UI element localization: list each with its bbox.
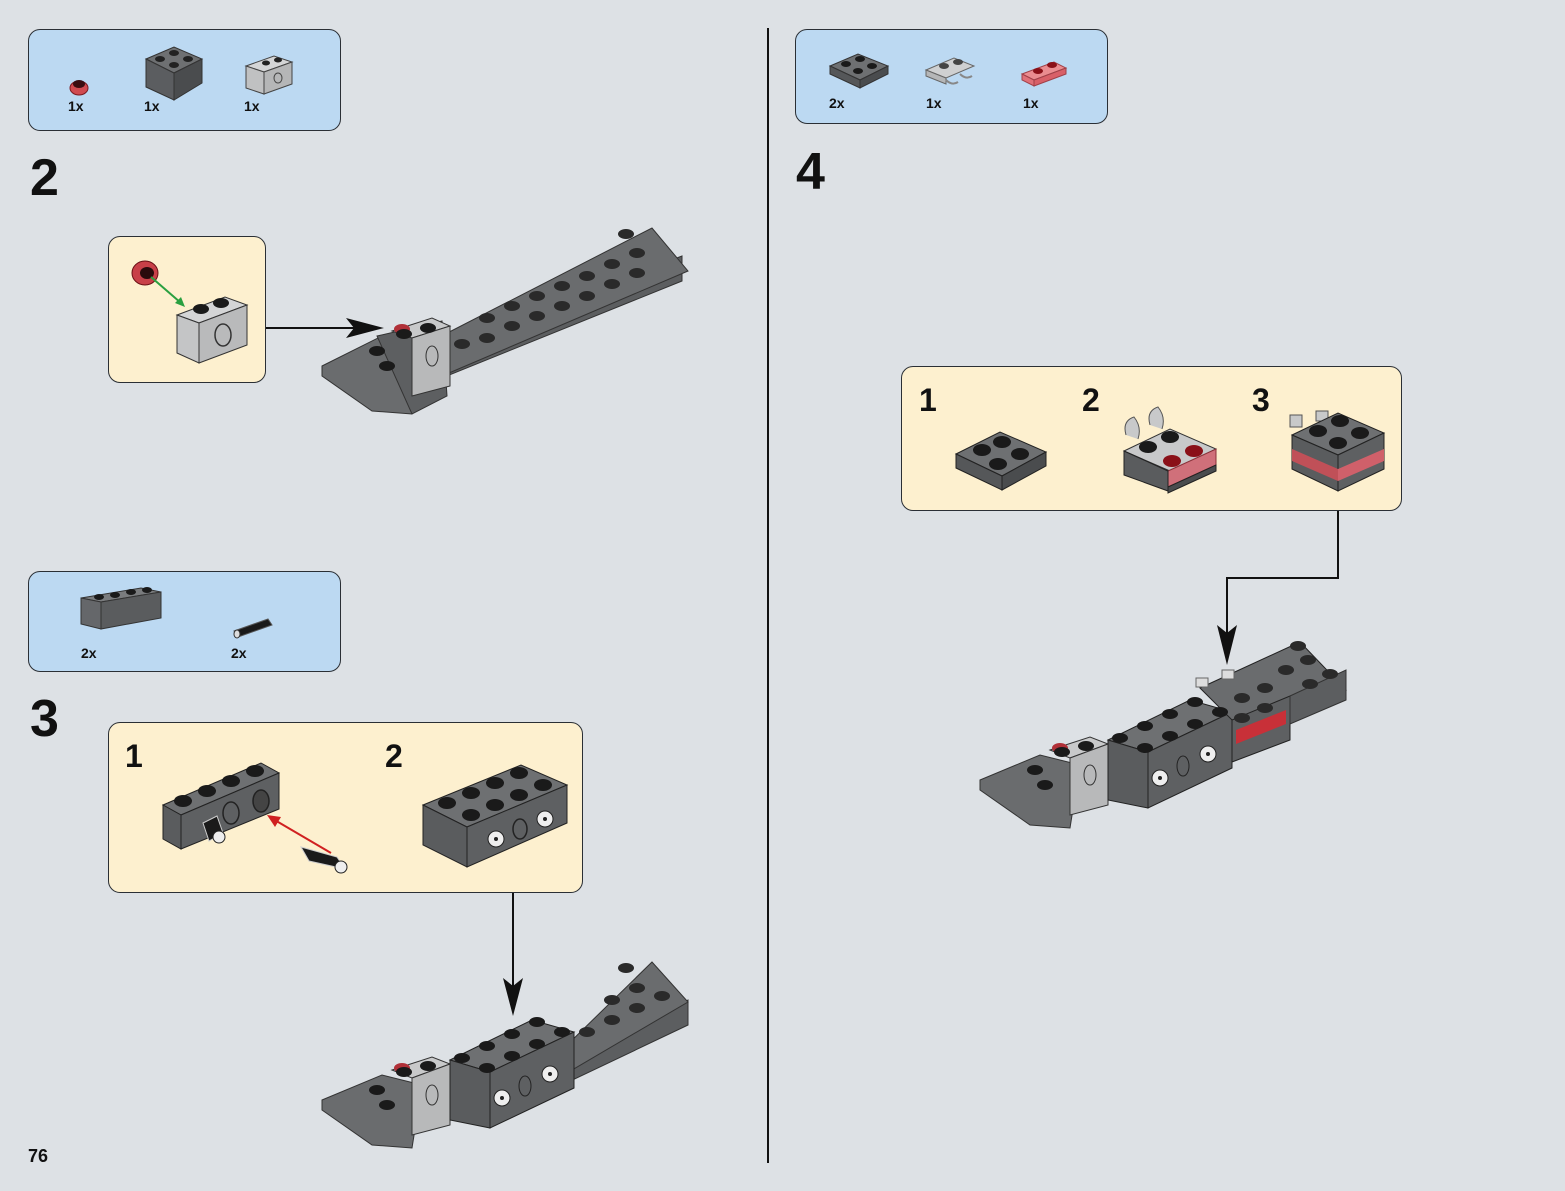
arrow-right-icon <box>346 318 384 338</box>
substep-number: 1 <box>919 382 937 418</box>
technic-pin-black-icon <box>233 618 273 639</box>
technic-brick-light-gray-icon <box>244 55 294 95</box>
arrow-down-icon <box>503 978 523 1016</box>
plate-2x2-dark-gray-icon <box>954 431 1048 491</box>
callout-arrow-line <box>266 327 356 329</box>
part-qty: 1x <box>1023 95 1039 111</box>
arrow-down-icon <box>1217 625 1237 665</box>
plate-1x2-trans-red-icon <box>1020 61 1068 87</box>
part-qty: 1x <box>68 98 84 114</box>
parts-list-step-4: 2x 1x 1x <box>795 29 1108 124</box>
subassembly-callout-step-2 <box>108 236 266 383</box>
part-qty: 2x <box>231 645 247 661</box>
round-plate-trans-red-icon <box>131 260 159 286</box>
technic-brick-1x4-dark-gray-icon <box>80 587 162 630</box>
model-assembly-step-2 <box>321 227 689 415</box>
green-arrow-icon <box>150 276 185 307</box>
technic-brick-light-gray-icon <box>175 296 249 364</box>
parts-list-step-3: 2x 2x <box>28 571 341 672</box>
subassembly-callout-step-4: 1 2 3 <box>901 366 1402 511</box>
plate-clip-light-gray-icon <box>924 57 976 85</box>
parts-list-step-2: 1x 1x 1x <box>28 29 341 131</box>
round-plate-trans-red-icon <box>69 80 89 96</box>
subassembly-callout-step-3: 1 2 <box>108 722 583 893</box>
part-qty: 1x <box>144 98 160 114</box>
step-number: 3 <box>30 690 59 748</box>
plate-clip-red-stack-icon <box>1122 406 1218 494</box>
page-divider <box>767 28 769 1163</box>
substep-number: 1 <box>125 738 143 774</box>
part-qty: 1x <box>926 95 942 111</box>
part-qty: 1x <box>244 98 260 114</box>
part-qty: 2x <box>829 95 845 111</box>
callout-arrow-line <box>512 893 514 993</box>
technic-bricks-assembled-icon <box>421 764 569 868</box>
substep-number: 3 <box>1252 382 1270 418</box>
plate-stack-assembled-icon <box>1289 410 1386 492</box>
technic-brick-with-pins-icon <box>161 762 348 874</box>
model-assembly-step-4 <box>979 641 1347 829</box>
page-number: 76 <box>28 1146 49 1166</box>
plate-2x2-dark-gray-icon <box>828 53 890 89</box>
model-assembly-step-3 <box>321 961 689 1149</box>
substep-number: 2 <box>1082 382 1100 418</box>
slope-brick-dark-gray-icon <box>144 46 204 101</box>
callout-arrow-line <box>1226 577 1339 579</box>
substep-number: 2 <box>385 738 403 774</box>
callout-arrow-line <box>1226 577 1228 637</box>
step-number: 4 <box>796 143 825 201</box>
part-qty: 2x <box>81 645 97 661</box>
callout-arrow-line <box>1337 511 1339 579</box>
step-number: 2 <box>30 149 59 207</box>
